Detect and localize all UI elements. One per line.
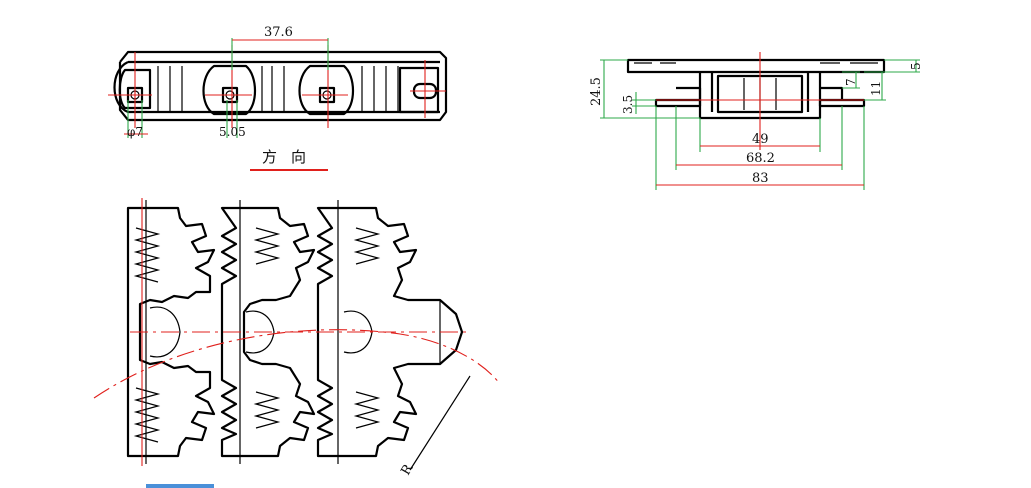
- height-total-label: 24.5: [589, 77, 604, 106]
- side-view: 37.6 φ7 5.05 方向: [108, 25, 448, 171]
- width-mid-label: 68.2: [746, 151, 775, 166]
- section-width-dimensions: 49 68.2 83: [655, 106, 865, 190]
- plan-radius-arc: [93, 329, 501, 399]
- pitch-label: 37.6: [264, 25, 293, 40]
- section-view: 24.5 3.5 5 7 11 49: [589, 52, 923, 190]
- plan-link-2: [220, 206, 316, 458]
- offset-label: 5.05: [219, 125, 246, 139]
- plan-view: R: [93, 198, 501, 488]
- width-outer-label: 83: [752, 171, 769, 186]
- side-view-left-end: [113, 60, 129, 114]
- plan-radius-line: [409, 375, 471, 471]
- pin-diameter-dimension: φ7: [124, 100, 148, 139]
- dim-top-label: 5: [909, 62, 923, 70]
- side-view-knuckles: [118, 64, 440, 116]
- section-right-dimensions: 5 7 11: [842, 59, 923, 101]
- plan-link-1: [126, 206, 216, 458]
- section-left-flange: [654, 86, 702, 108]
- direction-label: 方向: [262, 148, 320, 166]
- dim-right-label: 11: [869, 81, 883, 96]
- accent-bar: [146, 484, 214, 488]
- offset-dimension: 5.05: [219, 100, 246, 139]
- section-top-plate: [626, 58, 886, 74]
- section-right-flange: [818, 86, 866, 108]
- pin-diameter-label: φ7: [127, 125, 143, 139]
- height-lower-label: 3.5: [621, 95, 635, 114]
- pitch-dimension: 37.6: [231, 25, 329, 70]
- side-view-top-plate: [118, 50, 448, 122]
- width-inner-label: 49: [752, 132, 769, 147]
- section-height-dimensions: 24.5 3.5: [589, 59, 700, 119]
- side-view-center-lines: [108, 45, 446, 128]
- direction-indicator: 方向: [250, 148, 328, 171]
- dim-mid-label: 7: [844, 78, 858, 86]
